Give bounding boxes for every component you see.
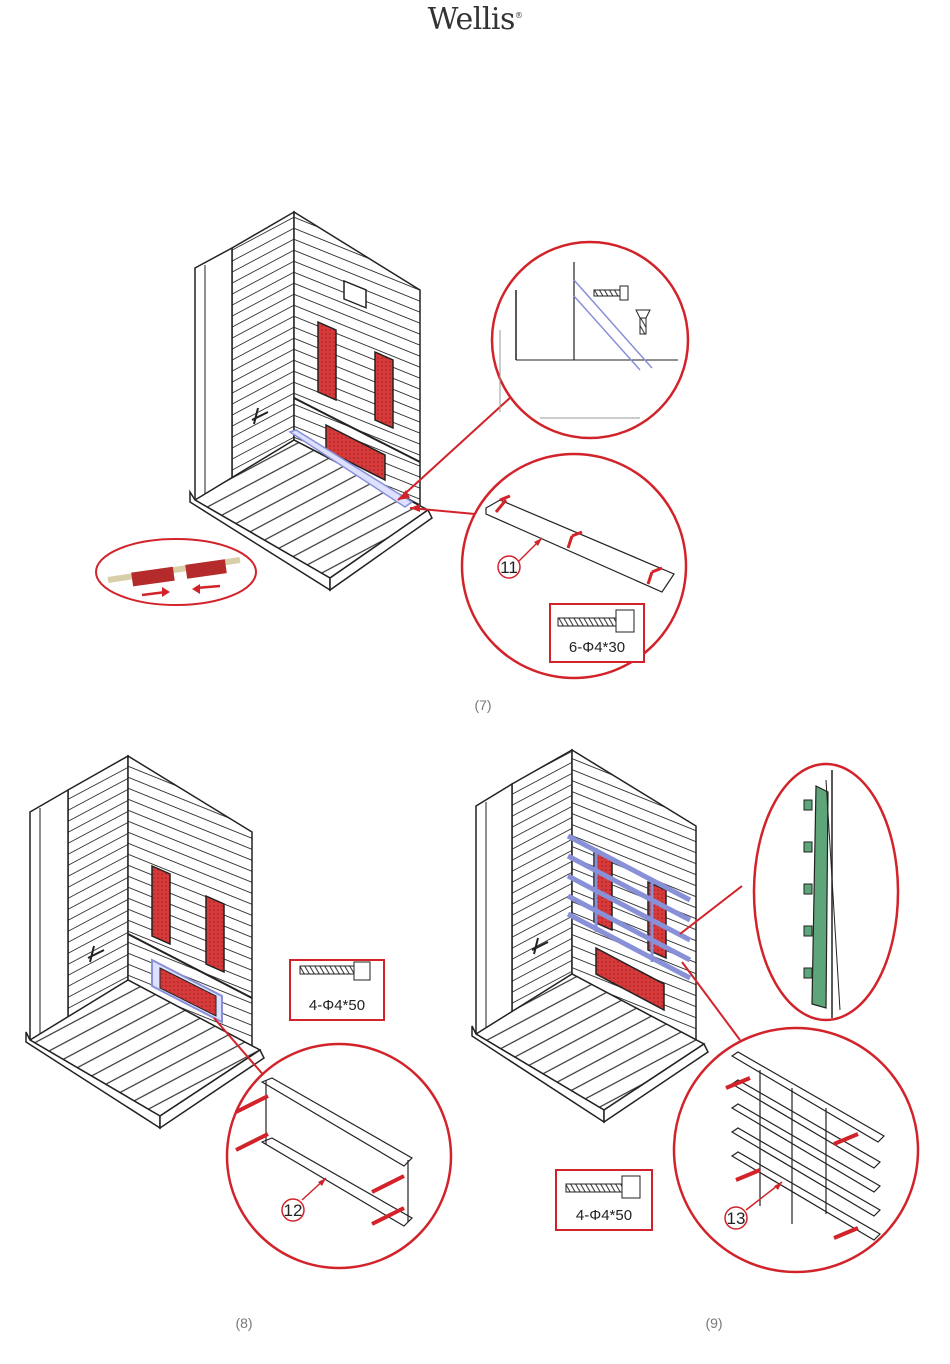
cabin-step-8 [26, 756, 266, 1128]
step-label: (9) [705, 1315, 722, 1331]
part-number: 12 [284, 1201, 303, 1220]
detail-circle-part-13: 13 [674, 1028, 918, 1272]
screw-box-step-8: 4-Φ4*50 [290, 960, 384, 1020]
step-label: (8) [235, 1315, 252, 1331]
detail-circle-part-12: 12 [227, 1044, 451, 1268]
detail-circle-corner [492, 242, 688, 438]
screw-icon [558, 618, 616, 626]
screw-icon [566, 1184, 622, 1192]
screw-spec: 4-Φ4*50 [576, 1207, 632, 1224]
screw-spec: 4-Φ4*50 [309, 997, 365, 1014]
step-label: (7) [474, 697, 491, 713]
screw-box-step-9: 4-Φ4*50 [556, 1170, 652, 1230]
screw-icon [300, 966, 354, 974]
screw-box-step-7: 6-Φ4*30 [550, 604, 644, 662]
part-number: 11 [500, 558, 518, 577]
cabin-step-7 [190, 212, 512, 590]
cabin-step-9 [472, 750, 742, 1122]
front-post [195, 248, 232, 500]
detail-ellipse-side [754, 764, 898, 1020]
heater-panel [375, 352, 393, 428]
screw-icon [594, 290, 620, 296]
screw-spec: 6-Φ4*30 [569, 639, 625, 656]
part-number: 13 [727, 1209, 746, 1228]
connector-callout [96, 539, 256, 605]
screw-icon [640, 316, 646, 334]
heater-panel [318, 322, 336, 400]
